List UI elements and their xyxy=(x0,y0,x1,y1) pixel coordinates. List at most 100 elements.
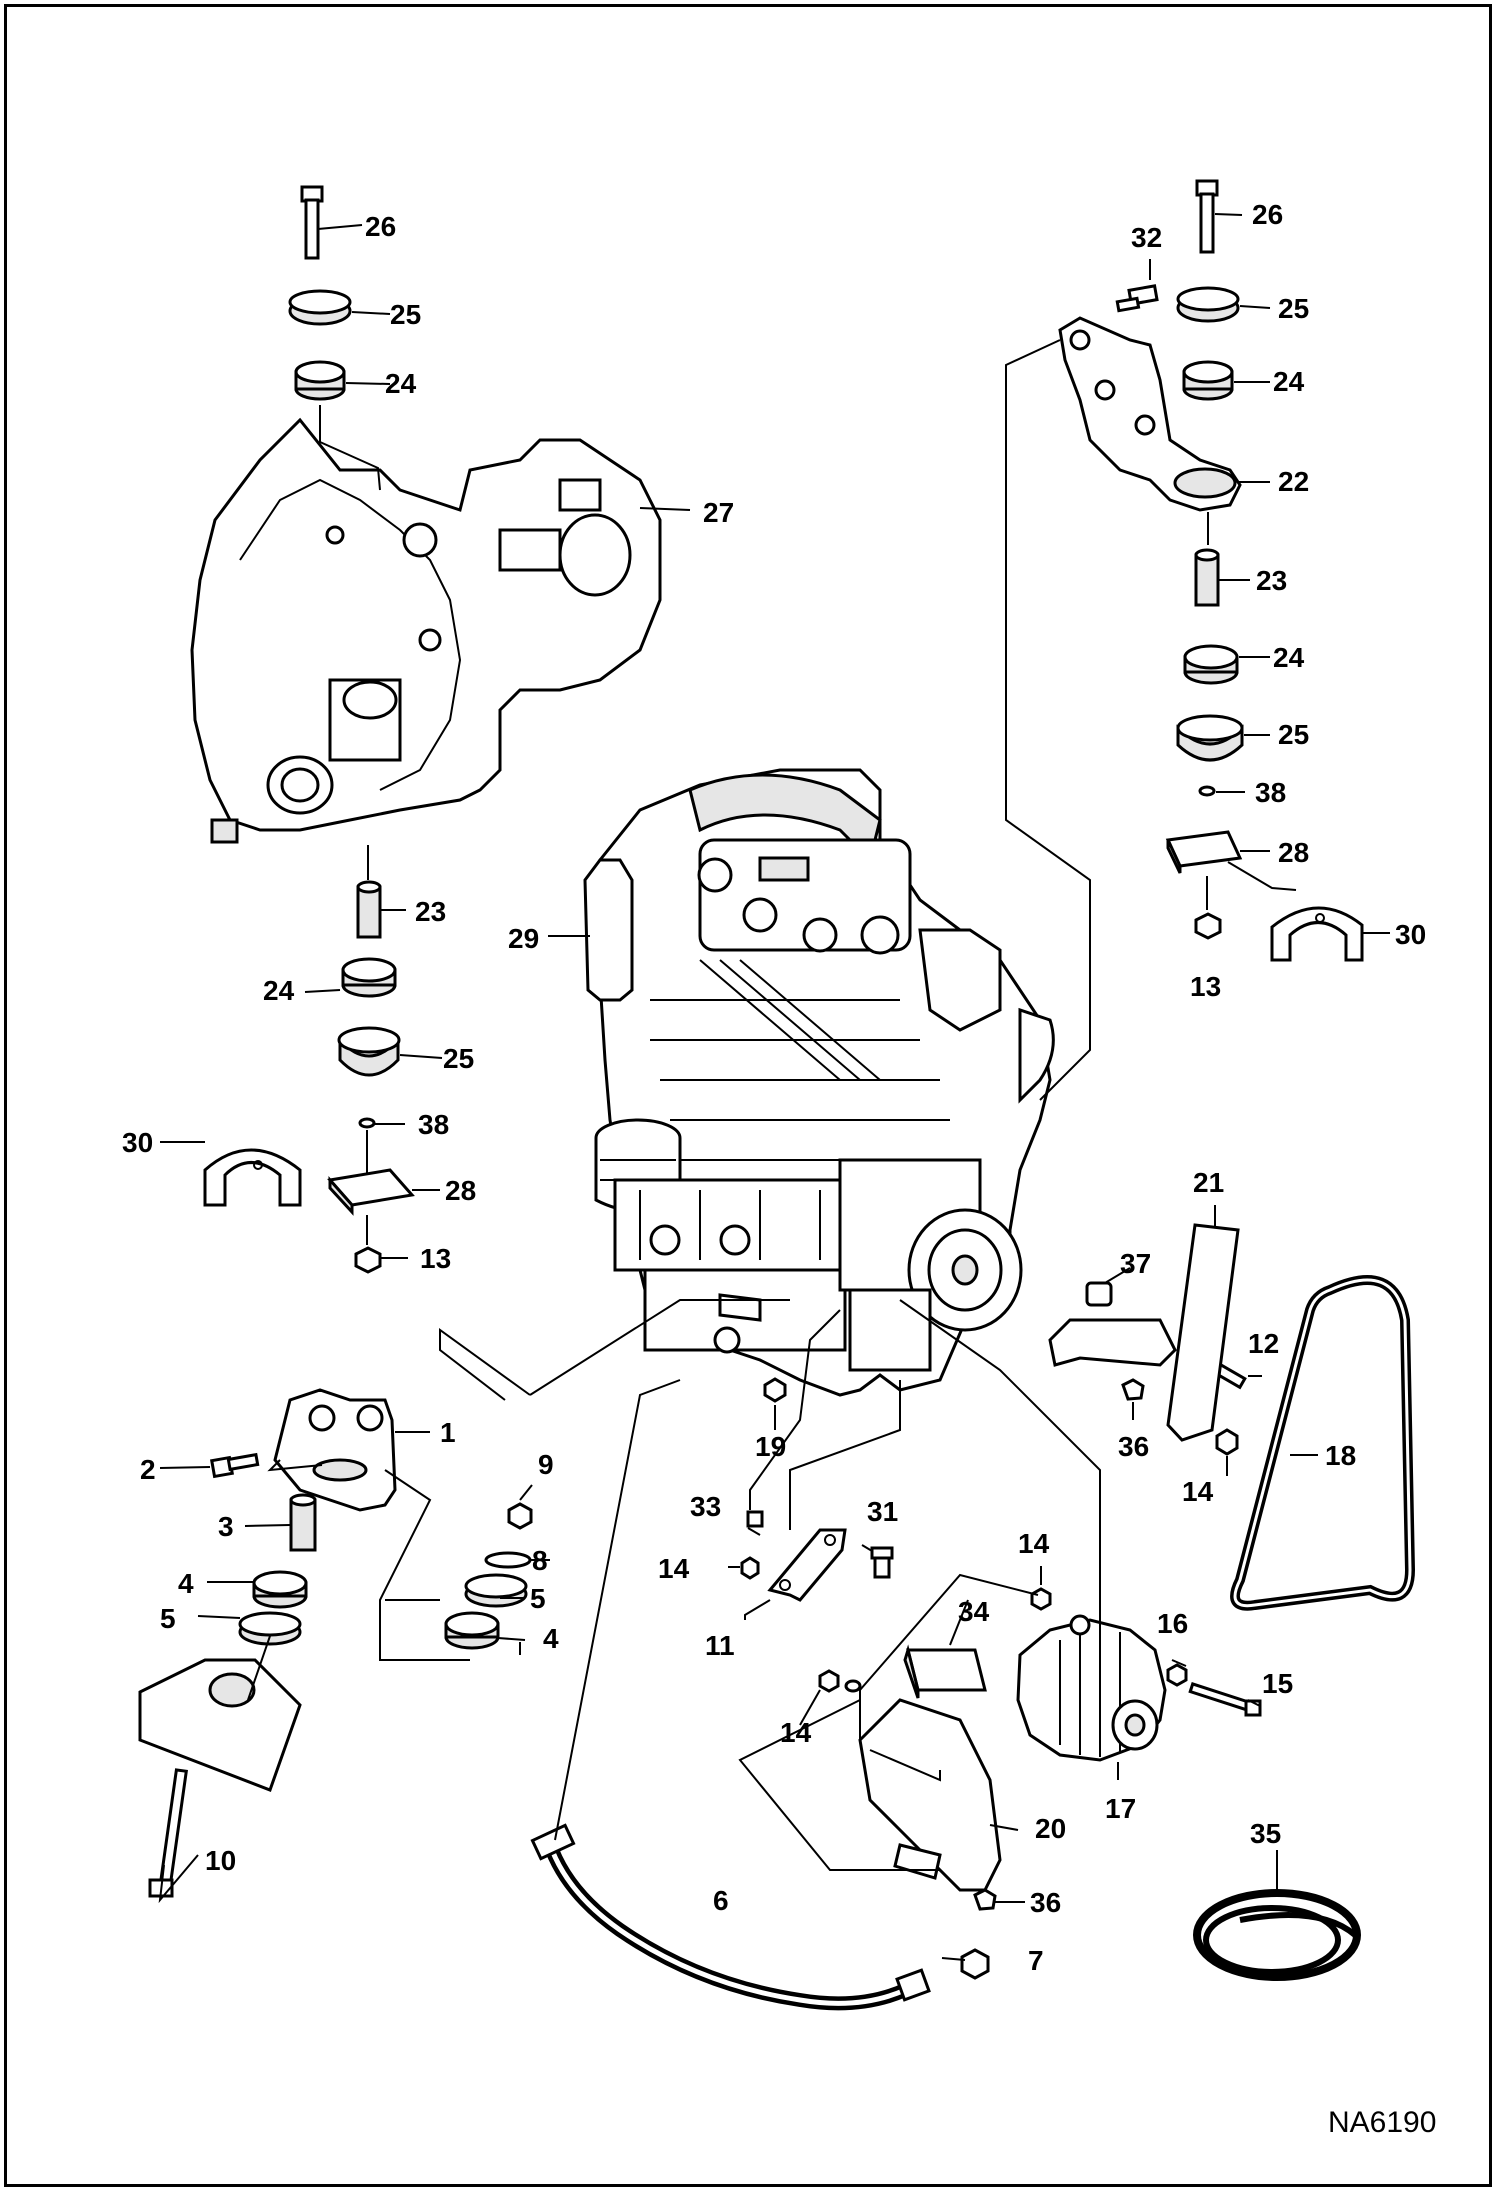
callout-14-c: 14 xyxy=(1018,1528,1050,1559)
callout-38-right: 38 xyxy=(1255,777,1286,808)
callout-33: 33 xyxy=(690,1491,721,1522)
callout-38-left: 38 xyxy=(418,1109,449,1140)
callout-14-a: 14 xyxy=(658,1553,690,1584)
callout-12: 12 xyxy=(1248,1328,1279,1359)
callout-36-upper: 36 xyxy=(1118,1431,1149,1462)
part-bolt-36-upper xyxy=(1121,1378,1145,1401)
part-isolator-25-right-top xyxy=(1176,286,1240,323)
part-nut-14-c xyxy=(1030,1587,1052,1611)
part-bracket-12 xyxy=(1048,1318,1247,1390)
callout-20: 20 xyxy=(1035,1813,1066,1844)
callout-27: 27 xyxy=(703,497,734,528)
part-isolator-25-left-bottom xyxy=(337,1026,401,1077)
callout-24-left-top: 24 xyxy=(385,368,417,399)
callout-25-left-top: 25 xyxy=(390,299,421,330)
callout-2: 2 xyxy=(140,1454,156,1485)
part-mount-24-right-top xyxy=(1182,360,1234,401)
part-mount-4-right xyxy=(444,1611,500,1650)
part-isolator-5-left xyxy=(238,1611,302,1646)
callout-11: 11 xyxy=(705,1630,735,1661)
part-plate-28-left xyxy=(327,1168,415,1216)
callout-18: 17 xyxy=(1105,1793,1136,1824)
part-nut-13-left xyxy=(354,1246,382,1274)
part-pad-34 xyxy=(903,1644,987,1699)
part-bolt-26-right xyxy=(1195,179,1219,254)
callout-24-right-top: 24 xyxy=(1273,366,1305,397)
part-hose-9 xyxy=(530,1823,931,2011)
part-washer-14-d xyxy=(844,1679,862,1693)
callout-labels: 26 25 24 27 23 24 25 38 28 13 30 29 32 2… xyxy=(122,199,1436,2139)
part-washer-38-left xyxy=(358,1117,376,1129)
part-bolt-8 xyxy=(148,1768,188,1898)
callout-34: 34 xyxy=(958,1596,990,1627)
callout-30-right: 30 xyxy=(1395,919,1426,950)
callout-26-left: 26 xyxy=(365,211,396,242)
part-bracket-1 xyxy=(273,1388,397,1512)
diagram-frame xyxy=(4,4,1492,2187)
callout-13-right: 13 xyxy=(1190,971,1221,1002)
callout-14-b: 14 xyxy=(1182,1476,1214,1507)
callout-28-left: 28 xyxy=(445,1175,476,1206)
callout-6: 8 xyxy=(532,1545,548,1576)
callout-28-right: 28 xyxy=(1278,837,1309,868)
part-isolator-5-right xyxy=(464,1573,528,1608)
callout-25-right-top: 25 xyxy=(1278,293,1309,324)
callout-35: 35 xyxy=(1250,1818,1281,1849)
callout-24-right-bottom: 24 xyxy=(1273,642,1305,673)
part-belt-17 xyxy=(1230,1275,1416,1611)
callout-37: 37 xyxy=(1120,1248,1151,1279)
callout-13-left: 13 xyxy=(420,1243,451,1274)
callout-21: 21 xyxy=(1193,1167,1224,1198)
part-bolt-36-lower xyxy=(973,1888,997,1911)
callout-32: 32 xyxy=(1131,222,1162,253)
part-bolt-33 xyxy=(746,1510,764,1528)
part-fitting-10 xyxy=(960,1948,990,1980)
part-shield-30-right xyxy=(1270,906,1364,962)
part-nut-14-a xyxy=(740,1556,760,1580)
callout-23-right: 23 xyxy=(1256,565,1287,596)
callout-30-left: 30 xyxy=(122,1127,153,1158)
callout-22: 22 xyxy=(1278,466,1309,497)
part-nut-13-right xyxy=(1194,912,1222,940)
callout-9: 6 xyxy=(713,1885,729,1916)
part-alternator-18 xyxy=(1016,1614,1167,1762)
part-flywheel-housing-27 xyxy=(190,417,662,844)
callout-8: 10 xyxy=(205,1845,236,1876)
part-plate-left-bottom xyxy=(138,1658,302,1792)
part-bracket-11 xyxy=(767,1528,847,1602)
callout-24-left-bottom: 24 xyxy=(263,975,295,1006)
part-mount-24-right-bottom xyxy=(1183,644,1239,685)
part-mount-24-left-bottom xyxy=(341,957,397,998)
callout-3: 3 xyxy=(218,1511,234,1542)
part-mount-24-left-top xyxy=(294,360,346,401)
callout-7: 9 xyxy=(538,1449,554,1480)
callout-25-right-bottom: 25 xyxy=(1278,719,1309,750)
part-idler-37 xyxy=(1085,1281,1113,1307)
part-bracket-21 xyxy=(1166,1223,1240,1442)
part-harness-35 xyxy=(1193,1889,1361,1981)
part-washer-6 xyxy=(484,1551,532,1569)
part-engine-29 xyxy=(583,768,1055,1397)
callout-36-lower: 36 xyxy=(1030,1887,1061,1918)
callout-31: 31 xyxy=(867,1496,898,1527)
callout-26-right: 26 xyxy=(1252,199,1283,230)
part-shield-30-left xyxy=(203,1148,302,1207)
part-shield-20 xyxy=(858,1698,1002,1892)
callout-17: 18 xyxy=(1325,1440,1356,1471)
callout-5-right: 5 xyxy=(530,1583,546,1614)
part-washer-38-right xyxy=(1198,785,1216,797)
part-bolt-15 xyxy=(1188,1682,1262,1717)
callout-29: 29 xyxy=(508,923,539,954)
part-isolator-25-right-bottom xyxy=(1176,714,1244,762)
callout-1: 1 xyxy=(440,1417,456,1448)
callout-10: 7 xyxy=(1028,1945,1044,1976)
callout-14-d: 14 xyxy=(780,1717,812,1748)
part-plug-19 xyxy=(763,1377,787,1403)
part-bolt-32 xyxy=(1115,284,1159,313)
part-plate-28-right xyxy=(1165,830,1243,874)
part-spacer-3 xyxy=(289,1493,317,1552)
callout-25-left-bottom: 25 xyxy=(443,1043,474,1074)
part-nut-7 xyxy=(507,1502,533,1530)
part-bolt-2 xyxy=(210,1452,260,1479)
